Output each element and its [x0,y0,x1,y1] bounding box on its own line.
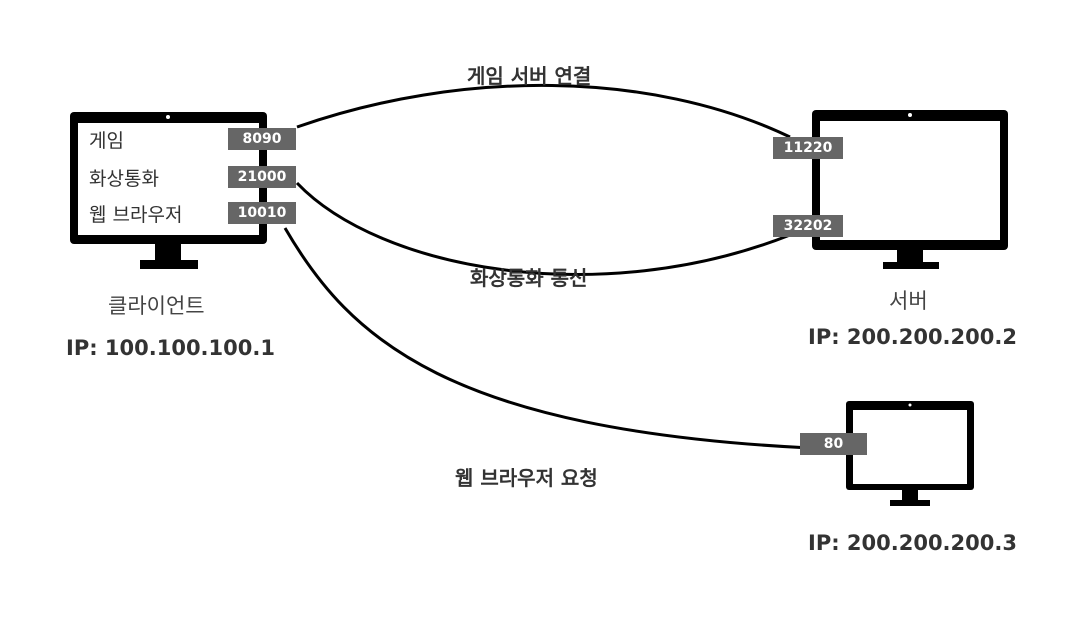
server-ip: IP: 200.200.200.2 [808,325,1017,349]
connection-label-web-request: 웹 브라우저 요청 [455,466,598,490]
game-connection-line [296,83,791,139]
web-server-ip: IP: 200.200.200.3 [808,531,1017,555]
client-port-video-call: 21000 [228,166,296,188]
client-ip: IP: 100.100.100.1 [66,336,275,360]
web-server-monitor-icon [846,401,974,506]
video-call-connection-line [295,181,791,276]
app-label-game: 게임 [89,130,124,152]
server-port-game: 11220 [773,137,843,159]
client-port-web-browser: 10010 [228,202,296,224]
app-label-video-call: 화상통화 [89,168,159,190]
connection-label-video-call: 화상통화 통신 [470,266,588,290]
connection-label-game: 게임 서버 연결 [467,64,592,88]
server-port-video-call: 32202 [773,215,843,237]
app-label-web-browser: 웹 브라우저 [89,204,183,226]
server-name: 서버 [889,289,928,313]
client-name: 클라이언트 [108,294,205,318]
web-request-connection-line [283,227,811,450]
client-port-game: 8090 [228,128,296,150]
web-server-port: 80 [800,433,867,455]
server-monitor-icon [812,110,1008,269]
